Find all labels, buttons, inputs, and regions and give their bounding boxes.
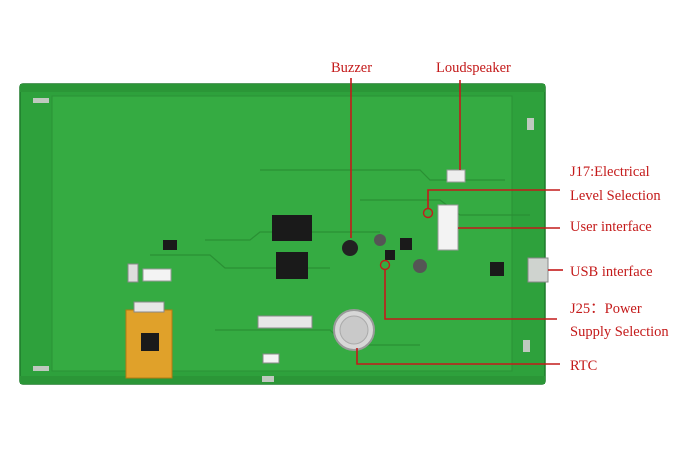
ic-chip <box>276 252 308 279</box>
ic-chip <box>272 215 312 241</box>
usb-connector <box>527 257 549 283</box>
rtc-coin-face <box>339 315 369 345</box>
flex-connector <box>133 301 165 313</box>
usb-interface-label: USB interface <box>570 264 653 280</box>
rtc-label: RTC <box>570 358 598 374</box>
pcb-trace <box>260 169 505 181</box>
j17-label-line1: J17:Electrical <box>570 164 650 180</box>
j25-label-line1: J25：Power <box>570 301 642 317</box>
loudspeaker-connector <box>446 169 466 183</box>
pcb-top-rail <box>20 84 545 92</box>
loudspeaker-label: Loudspeaker <box>436 60 511 76</box>
small-ic <box>385 250 395 260</box>
pcb-bottom-rail <box>20 376 545 384</box>
mount-tab-bottom-center <box>262 376 274 382</box>
capacitor <box>374 234 386 246</box>
small-ic <box>163 240 177 250</box>
j17-callout-line <box>427 189 560 208</box>
wire-lead <box>127 263 139 283</box>
pcb-trace <box>205 231 380 241</box>
capacitor <box>413 259 427 273</box>
white-connector <box>142 268 172 282</box>
flex-chip <box>141 333 159 351</box>
j25-callout-line <box>384 270 557 320</box>
j25-marker-circle <box>379 259 391 271</box>
buzzer-label: Buzzer <box>331 60 373 76</box>
j17-label-line2: Level Selection <box>570 188 661 204</box>
small-ic <box>400 238 412 250</box>
mount-tab-top-left <box>33 98 49 103</box>
mount-tab-bottom-right <box>523 340 530 352</box>
user-interface-connector <box>437 204 459 251</box>
fpc-connector <box>257 315 313 329</box>
buzzer-component <box>342 240 358 256</box>
mount-tab-bottom-left <box>33 366 49 371</box>
mount-tab-top-right <box>527 118 534 130</box>
rtc-callout-line <box>356 348 560 365</box>
small-ic <box>490 262 504 276</box>
j25-label-line2: Supply Selection <box>570 324 669 340</box>
user-interface-label: User interface <box>570 219 652 235</box>
bottom-connector <box>262 353 280 364</box>
j17-marker-circle <box>422 207 434 219</box>
